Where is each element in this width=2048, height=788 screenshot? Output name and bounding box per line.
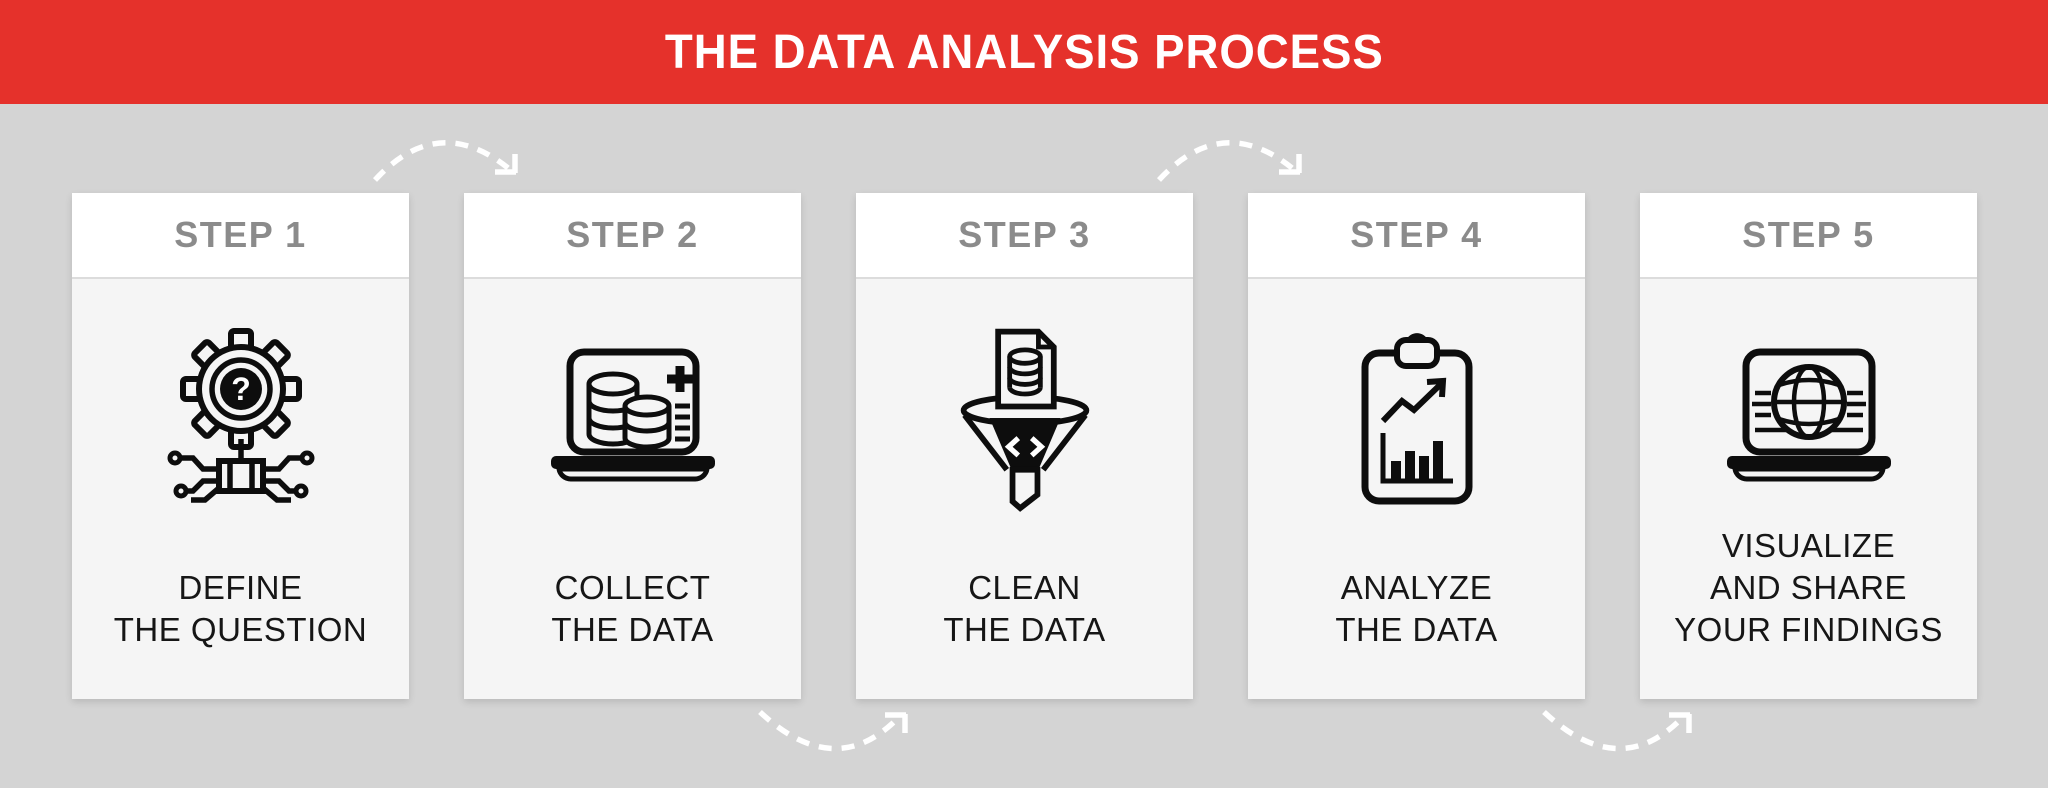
step-caption-5: VISUALIZE AND SHARE YOUR FINDINGS — [1674, 527, 1943, 648]
step-card-4: STEP 4 ANALYZE THE DATA — [1248, 193, 1585, 699]
step-label-3: STEP 3 — [958, 214, 1091, 255]
funnel-filter-icon — [960, 328, 1089, 512]
step-caption-1: DEFINE THE QUESTION — [113, 569, 368, 648]
step-icon-wrap-1: ? — [72, 323, 409, 513]
step-card-1: STEP 1 ? — [72, 193, 409, 699]
svg-text:?: ? — [231, 371, 251, 407]
step-label-4: STEP 4 — [1350, 214, 1483, 255]
dashed-arc-arrow-step2-to-step3 — [758, 709, 908, 752]
clipboard-chart-icon — [1361, 333, 1472, 505]
step-label-5: STEP 5 — [1742, 214, 1875, 255]
step-caption-3: CLEAN THE DATA — [943, 569, 1106, 648]
laptop-globe-icon — [1726, 348, 1891, 482]
step-card-5: STEP 5 — [1640, 193, 1977, 699]
dashed-arc-arrow-step1-to-step2 — [372, 139, 518, 182]
step-header-4: STEP 4 — [1248, 193, 1585, 279]
step-header-5: STEP 5 — [1640, 193, 1977, 279]
step-caption-4: ANALYZE THE DATA — [1335, 569, 1498, 648]
step-label-2: STEP 2 — [566, 214, 699, 255]
page-title: THE DATA ANALYSIS PROCESS — [664, 25, 1384, 79]
dashed-arc-arrow-step3-to-step4 — [1156, 139, 1302, 182]
step-icon-wrap-5 — [1640, 323, 1977, 513]
step-icon-wrap-2 — [464, 323, 801, 513]
step-header-3: STEP 3 — [856, 193, 1193, 279]
dashed-arc-arrow-step4-to-step5 — [1542, 709, 1692, 752]
step-caption-2: COLLECT THE DATA — [551, 569, 714, 648]
step-label-1: STEP 1 — [174, 214, 307, 255]
title-banner: THE DATA ANALYSIS PROCESS — [0, 0, 2048, 104]
step-icon-wrap-3 — [856, 323, 1193, 513]
step-card-3: STEP 3 — [856, 193, 1193, 699]
gear-question-icon: ? — [167, 328, 314, 503]
step-header-1: STEP 1 — [72, 193, 409, 279]
step-card-2: STEP 2 — [464, 193, 801, 699]
laptop-database-add-icon — [550, 348, 715, 482]
step-header-2: STEP 2 — [464, 193, 801, 279]
step-icon-wrap-4 — [1248, 323, 1585, 513]
